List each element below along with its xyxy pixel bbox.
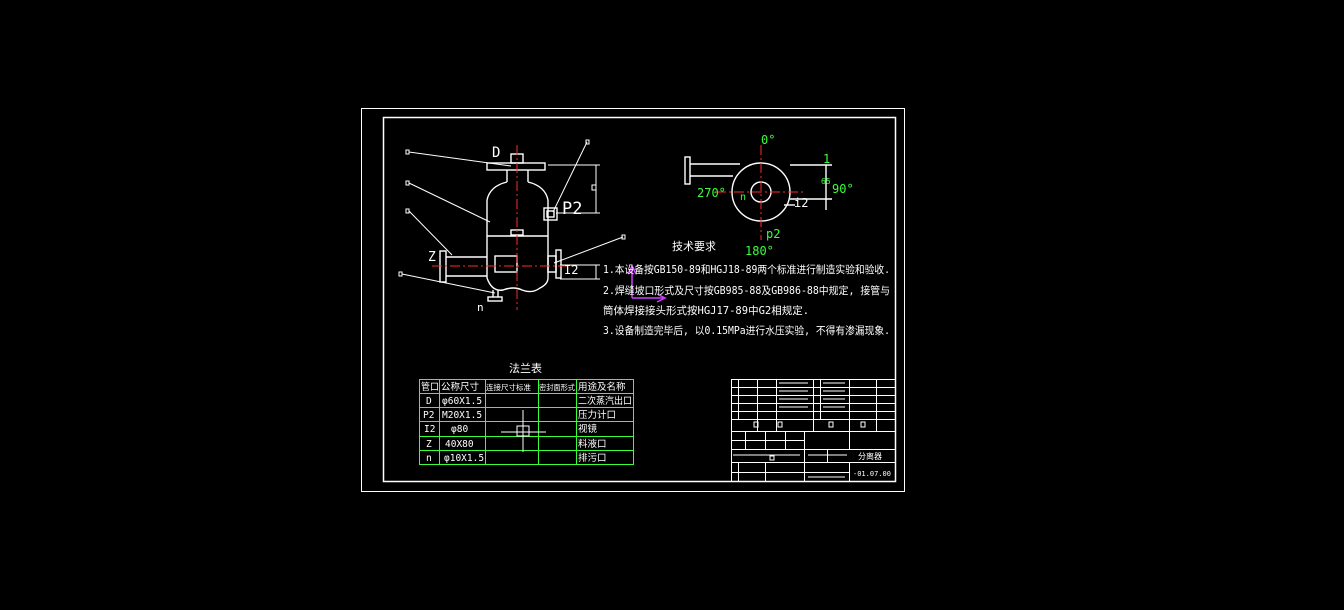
td-size-0: φ60X1.5 xyxy=(442,396,482,407)
label-side-nozzle: P2 xyxy=(562,199,582,219)
title-block-cells xyxy=(733,382,847,478)
td-purpose-3: 料液口 xyxy=(578,438,607,450)
plan-label-p2: p2 xyxy=(766,227,780,241)
td-port-0: D xyxy=(426,396,432,407)
th-purpose: 用途及名称 xyxy=(578,381,626,393)
td-purpose-4: 排污口 xyxy=(578,452,607,464)
ucs-axis-icon xyxy=(627,264,667,303)
angle-right: 90° xyxy=(832,182,854,196)
tech-requirements: 技术要求 1.本设备按GB150-89和HGJ18-89两个标准进行制造实验和验… xyxy=(603,240,890,337)
tech-line-2: 2.焊缝坡口形式及尺寸按GB985-88及GB986-88中规定, 接管与 xyxy=(603,284,890,297)
td-port-4: n xyxy=(426,453,432,464)
th-port: 管口 xyxy=(421,381,439,393)
label-top-nozzle: D xyxy=(492,145,500,161)
angle-bottom: 180° xyxy=(745,244,774,258)
plan-dim-65: 65 xyxy=(821,177,831,186)
plan-label-i2: i2 xyxy=(794,196,808,210)
sheet-inner-border xyxy=(382,116,897,483)
angle-left: 270° xyxy=(697,186,726,200)
plan-label-n: n xyxy=(740,192,746,203)
flange-table-center-mark xyxy=(501,410,546,452)
sheet-outer-border xyxy=(361,108,905,492)
drawing-name: 分离器 xyxy=(858,451,882,461)
angle-top: 0° xyxy=(761,133,775,147)
td-size-3: 40X80 xyxy=(445,439,474,450)
front-view-labels: D P2 Z I2 n xyxy=(428,145,582,314)
front-view-centerlines xyxy=(432,145,575,310)
td-size-2: φ80 xyxy=(451,424,468,435)
drawing-code: -01.07.00 xyxy=(853,470,891,478)
tech-line-1: 1.本设备按GB150-89和HGJ18-89两个标准进行制造实验和验收. xyxy=(603,263,890,276)
flange-table-text: 管口 公称尺寸 连接尺寸标准 密封面形式 用途及名称 D φ60X1.5 二次蒸… xyxy=(421,381,632,464)
plan-view-angles: 0° 270° 90° 180° n i2 p2 1 65 xyxy=(697,133,854,258)
front-view-dimensions xyxy=(548,164,600,280)
tech-line-4: 3.设备制造完毕后, 以0.15MPa进行水压实验, 不得有渗漏现象. xyxy=(603,324,890,337)
front-view-leaders xyxy=(401,141,624,294)
td-size-4: φ10X1.5 xyxy=(444,453,484,464)
label-right-nozzle: I2 xyxy=(564,263,578,277)
td-purpose-1: 压力计口 xyxy=(578,409,616,421)
plan-label-1: 1 xyxy=(823,152,830,166)
td-port-3: Z xyxy=(426,439,432,450)
tech-line-3: 筒体焊接接头形式按HGJ17-89中G2相规定. xyxy=(603,304,809,317)
th-standard: 连接尺寸标准 xyxy=(486,382,531,392)
flange-table-title: 法兰表 xyxy=(509,361,542,375)
td-purpose-0: 二次蒸汽出口 xyxy=(578,395,632,407)
leader-tags xyxy=(398,139,626,277)
plan-view-centerlines xyxy=(716,145,806,240)
front-view-vessel xyxy=(439,153,562,302)
td-size-1: M20X1.5 xyxy=(442,410,482,421)
title-block-grid xyxy=(731,379,896,482)
td-port-2: I2 xyxy=(424,424,435,435)
th-size: 公称尺寸 xyxy=(441,381,480,393)
td-purpose-2: 视镜 xyxy=(578,423,598,435)
td-port-1: P2 xyxy=(423,410,434,421)
label-bottom-nozzle: n xyxy=(477,301,484,314)
tech-title: 技术要求 xyxy=(672,240,716,253)
title-block-text: 分离器 -01.07.00 xyxy=(853,451,891,478)
label-left-nozzle: Z xyxy=(428,250,436,265)
th-seal: 密封面形式 xyxy=(539,382,575,392)
